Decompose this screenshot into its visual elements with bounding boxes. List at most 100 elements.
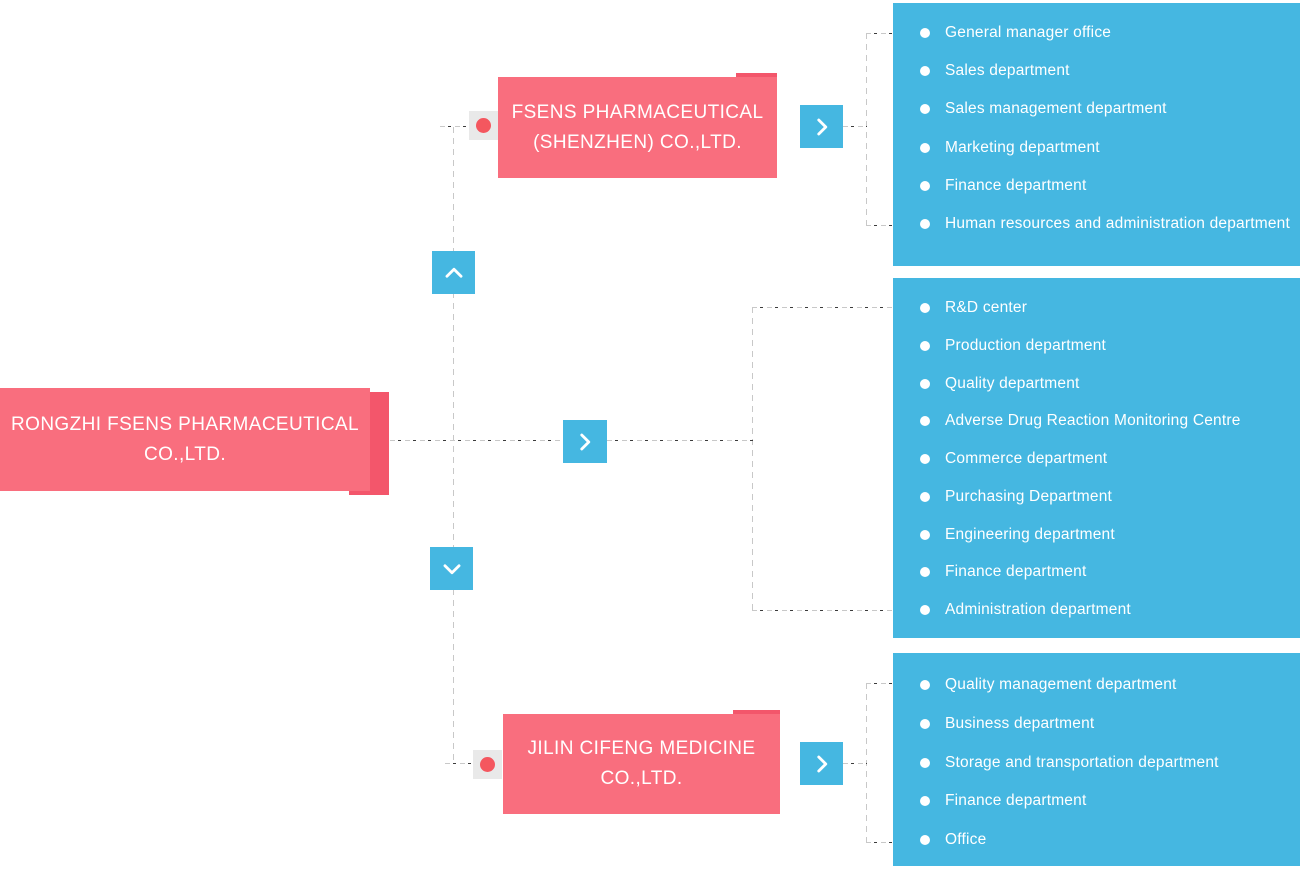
bullet-dot-icon: [920, 28, 930, 38]
list-item: Office: [893, 830, 1292, 850]
connector-line: [843, 126, 867, 127]
department-label: R&D center: [945, 299, 1028, 316]
company-node-jilin: JILIN CIFENG MEDICINE CO.,LTD.: [503, 710, 780, 814]
bullet-dot-icon: [920, 605, 930, 615]
department-label: Purchasing Department: [945, 487, 1113, 505]
node-marker: [469, 111, 498, 140]
department-label: Engineering department: [945, 525, 1115, 543]
chevron-right-icon: [572, 429, 598, 455]
connector-line: [607, 440, 753, 441]
node-marker: [473, 750, 502, 779]
department-label: Adverse Drug Reaction Monitoring Centre: [945, 412, 1241, 430]
department-label: Quality management department: [945, 676, 1177, 693]
department-label: Human resources and administration depar…: [945, 214, 1291, 232]
bullet-dot-icon: [920, 218, 930, 229]
connector-line: [453, 127, 454, 763]
connector-line: [843, 763, 867, 764]
bullet-dot-icon: [920, 66, 930, 77]
list-item: General manager office: [893, 23, 1292, 43]
bullet-dot-icon: [920, 454, 930, 464]
list-item: Storage and transportation department: [893, 753, 1292, 773]
list-item: Sales department: [893, 61, 1292, 81]
company-box-jilin[interactable]: JILIN CIFENG MEDICINE CO.,LTD.: [503, 714, 780, 814]
bullet-dot-icon: [920, 718, 930, 729]
connector-line: [440, 126, 470, 127]
list-item: Human resources and administration depar…: [893, 214, 1292, 234]
chevron-right-icon: [809, 114, 835, 140]
bullet-dot-icon: [920, 680, 930, 690]
company-name-line1: FSENS PHARMACEUTICAL: [511, 101, 764, 123]
department-label: Finance department: [945, 176, 1087, 194]
company-node-shenzhen: FSENS PHARMACEUTICAL (SHENZHEN) CO.,LTD.: [498, 73, 777, 178]
list-item: Commerce department: [893, 449, 1292, 469]
list-item: Business department: [893, 714, 1292, 734]
department-panel-shenzhen: General manager office Sales department …: [893, 3, 1300, 266]
department-label: Quality department: [945, 374, 1080, 392]
list-item: Sales management department: [893, 99, 1292, 119]
company-node-root: RONGZHI FSENS PHARMACEUTICAL CO.,LTD.: [0, 388, 390, 495]
bullet-dot-icon: [920, 303, 930, 313]
list-item: Purchasing Department: [893, 487, 1292, 507]
chevron-down-icon: [439, 556, 465, 582]
bullet-dot-icon: [920, 142, 930, 153]
list-item: Finance department: [893, 562, 1292, 582]
bullet-dot-icon: [920, 567, 930, 578]
bullet-dot-icon: [920, 180, 930, 191]
company-box-rongzhi[interactable]: RONGZHI FSENS PHARMACEUTICAL CO.,LTD.: [0, 388, 370, 491]
bullet-dot-icon: [920, 104, 930, 115]
connector-line: [866, 683, 893, 684]
list-item: Finance department: [893, 176, 1292, 196]
company-box-shenzhen[interactable]: FSENS PHARMACEUTICAL (SHENZHEN) CO.,LTD.: [498, 77, 777, 178]
list-item: Adverse Drug Reaction Monitoring Centre: [893, 411, 1292, 431]
department-label: Marketing department: [945, 138, 1100, 156]
list-item: Production department: [893, 336, 1292, 356]
bullet-dot-icon: [920, 378, 930, 389]
red-dot-marker-icon: [480, 757, 495, 772]
bullet-dot-icon: [920, 835, 930, 845]
list-item: Engineering department: [893, 525, 1292, 545]
connector-line: [390, 440, 563, 441]
bullet-dot-icon: [920, 757, 930, 768]
company-name-line2: (SHENZHEN) CO.,LTD.: [533, 131, 742, 153]
department-label: Finance department: [945, 563, 1087, 581]
connector-line: [866, 842, 893, 843]
connector-line: [445, 763, 473, 764]
bullet-dot-icon: [920, 340, 930, 351]
company-name-line1: JILIN CIFENG MEDICINE: [527, 738, 756, 759]
chevron-right-button-jilin[interactable]: [800, 742, 843, 785]
company-name-line2: CO.,LTD.: [600, 768, 683, 789]
connector-line: [866, 225, 893, 226]
red-dot-marker-icon: [476, 118, 491, 133]
list-item: Marketing department: [893, 138, 1292, 158]
connector-line: [752, 610, 893, 611]
bullet-dot-icon: [920, 491, 930, 502]
department-label: Sales management department: [945, 100, 1167, 118]
chevron-right-icon: [809, 751, 835, 777]
bullet-dot-icon: [920, 416, 930, 427]
connector-line: [866, 683, 867, 842]
department-panel-jilin: Quality management department Business d…: [893, 653, 1300, 866]
connector-line: [752, 307, 753, 610]
connector-line: [866, 33, 867, 225]
chevron-right-button-shenzhen[interactable]: [800, 105, 843, 148]
connector-line: [866, 33, 893, 34]
chevron-up-icon: [441, 260, 467, 286]
department-label: General manager office: [945, 24, 1112, 41]
bullet-dot-icon: [920, 796, 930, 807]
chevron-up-button[interactable]: [432, 251, 475, 294]
department-label: Office: [945, 831, 987, 848]
department-label: Administration department: [945, 601, 1131, 618]
company-name-line2: CO.,LTD.: [143, 443, 227, 465]
list-item: Finance department: [893, 791, 1292, 811]
department-label: Finance department: [945, 792, 1087, 810]
bullet-dot-icon: [920, 529, 930, 540]
list-item: R&D center: [893, 298, 1292, 318]
chevron-right-button-root[interactable]: [563, 420, 607, 463]
chevron-down-button[interactable]: [430, 547, 473, 590]
list-item: Administration department: [893, 600, 1292, 620]
list-item: Quality management department: [893, 675, 1292, 695]
department-panel-rongzhi: R&D center Production department Quality…: [893, 278, 1300, 638]
department-label: Business department: [945, 714, 1095, 732]
department-label: Storage and transportation department: [945, 753, 1219, 771]
